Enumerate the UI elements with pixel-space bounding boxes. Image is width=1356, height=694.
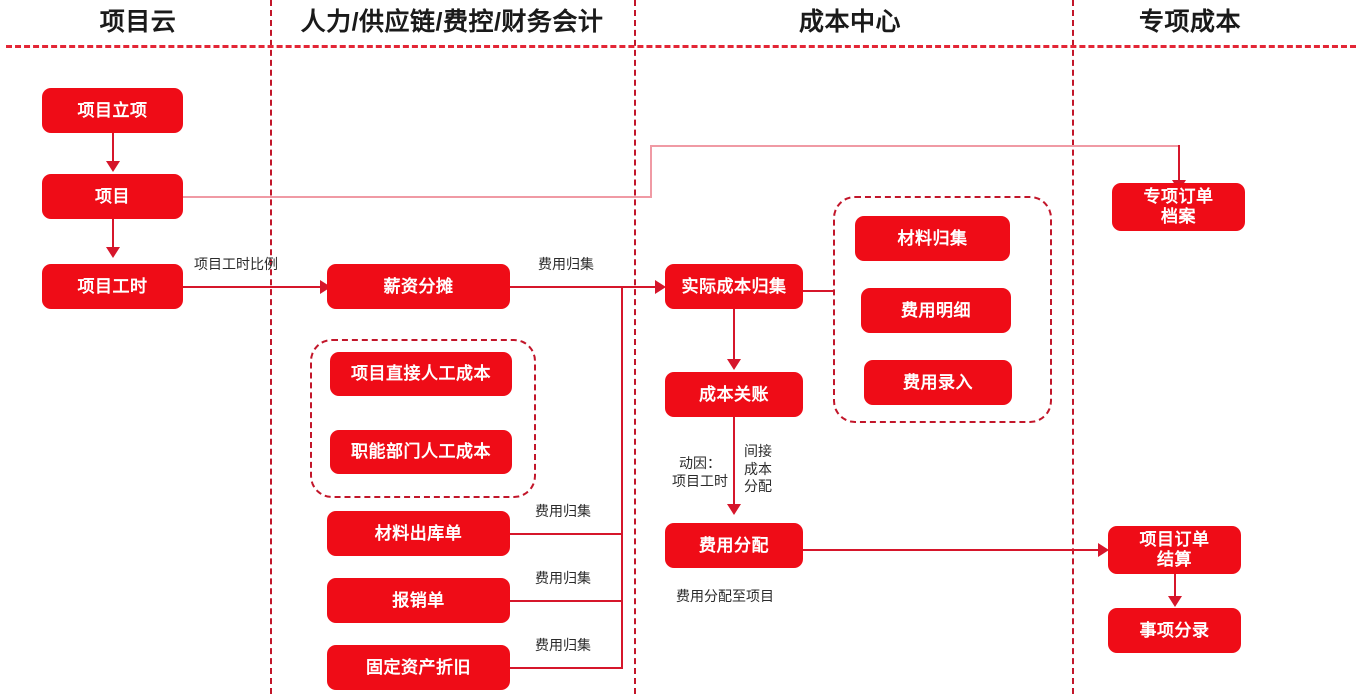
- connector-hours-to-salary: [183, 286, 323, 288]
- node-project-order-settlement[interactable]: 项目订单 结算: [1108, 526, 1241, 574]
- connector-project-to-special-h1: [183, 196, 652, 198]
- connector-expense-claim-h: [510, 600, 623, 602]
- node-expense-claim[interactable]: 报销单: [327, 578, 510, 623]
- lane-divider-3: [1072, 0, 1074, 694]
- connector-depreciation-h: [510, 667, 623, 669]
- connector-material-issue-h: [510, 533, 623, 535]
- node-event-journal-entry[interactable]: 事项分录: [1108, 608, 1241, 653]
- edge-label-salary-collection: 费用归集: [538, 256, 594, 272]
- connector-project-to-special-h2: [650, 145, 1179, 147]
- node-fixed-asset-depreciation[interactable]: 固定资产折旧: [327, 645, 510, 690]
- lane-title-project-cloud: 项目云: [99, 8, 177, 36]
- edge-label-driver: 动因： 项目工时: [664, 455, 736, 490]
- connector-actual-to-closing: [733, 309, 735, 361]
- special-order-archive-line2: 档案: [1161, 207, 1196, 226]
- edge-label-claim-collection: 费用归集: [535, 570, 591, 586]
- edge-label-depreciation-collection: 费用归集: [535, 637, 591, 653]
- node-actual-cost-collection[interactable]: 实际成本归集: [665, 264, 803, 309]
- node-functional-labor-cost[interactable]: 职能部门人工成本: [330, 430, 512, 474]
- connector-project-to-hours: [112, 219, 114, 249]
- connector-actual-cost-to-group: [803, 290, 835, 292]
- arrowhead-setup-to-project: [106, 161, 120, 172]
- node-salary-allocation[interactable]: 薪资分摊: [327, 264, 510, 309]
- connector-project-to-special-v2: [1178, 145, 1180, 183]
- arrowhead-project-to-hours: [106, 247, 120, 258]
- special-order-archive-line1: 专项订单: [1143, 187, 1214, 207]
- arrowhead-salary-to-actual-cost: [655, 280, 666, 294]
- connector-setup-to-project: [112, 133, 114, 163]
- connector-closing-to-allocation: [733, 417, 735, 507]
- connector-project-to-special-v1: [650, 145, 652, 197]
- group-cost-details: [833, 196, 1052, 423]
- arrowhead-closing-to-allocation: [727, 504, 741, 515]
- node-material-collection[interactable]: 材料归集: [855, 216, 1010, 261]
- connector-salary-to-actual-cost: [510, 286, 660, 288]
- edge-label-hours-ratio: 项目工时比例: [194, 256, 278, 272]
- edge-label-driver-line1: 动因：: [679, 455, 721, 471]
- lane-title-hr-supply-expense-finance: 人力/供应链/费控/财务会计: [300, 8, 604, 36]
- project-order-settle-line1: 项目订单: [1139, 530, 1210, 550]
- lane-divider-2: [634, 0, 636, 694]
- lane-header-divider: [6, 45, 1356, 48]
- node-project[interactable]: 项目: [42, 174, 183, 219]
- node-material-issue[interactable]: 材料出库单: [327, 511, 510, 556]
- group-labor-costs: [310, 339, 536, 498]
- arrowhead-allocation-to-settlement: [1098, 543, 1109, 557]
- arrowhead-settlement-to-journal: [1168, 596, 1182, 607]
- node-direct-labor-cost[interactable]: 项目直接人工成本: [330, 352, 512, 396]
- node-expense-entry[interactable]: 费用录入: [864, 360, 1012, 405]
- lane-title-cost-center: 成本中心: [798, 8, 901, 36]
- edge-label-indirect-line2: 成本: [744, 460, 772, 477]
- lane-divider-1: [270, 0, 272, 694]
- arrowhead-actual-to-closing: [727, 359, 741, 370]
- edge-label-indirect-allocation: 间接 成本 分配: [744, 443, 788, 496]
- edge-label-indirect-line3: 分配: [744, 478, 772, 494]
- connector-settlement-to-journal: [1174, 574, 1176, 598]
- node-project-hours[interactable]: 项目工时: [42, 264, 183, 309]
- node-expense-detail[interactable]: 费用明细: [861, 288, 1011, 333]
- edge-label-material-collection: 费用归集: [535, 503, 591, 519]
- connector-allocation-to-settlement: [803, 549, 1103, 551]
- node-cost-closing[interactable]: 成本关账: [665, 372, 803, 417]
- edge-label-driver-line2: 项目工时: [672, 472, 728, 489]
- edge-label-indirect-line1: 间接: [744, 443, 772, 459]
- project-order-settle-line2: 结算: [1157, 550, 1192, 569]
- node-special-order-archive[interactable]: 专项订单 档案: [1112, 183, 1245, 231]
- edge-label-allocate-to-project: 费用分配至项目: [676, 588, 774, 604]
- lane-title-special-cost: 专项成本: [1138, 8, 1241, 36]
- arrowhead-hours-to-salary: [320, 280, 331, 294]
- node-expense-allocation[interactable]: 费用分配: [665, 523, 803, 568]
- connector-docs-trunk-vertical: [621, 286, 623, 669]
- node-project-setup[interactable]: 项目立项: [42, 88, 183, 133]
